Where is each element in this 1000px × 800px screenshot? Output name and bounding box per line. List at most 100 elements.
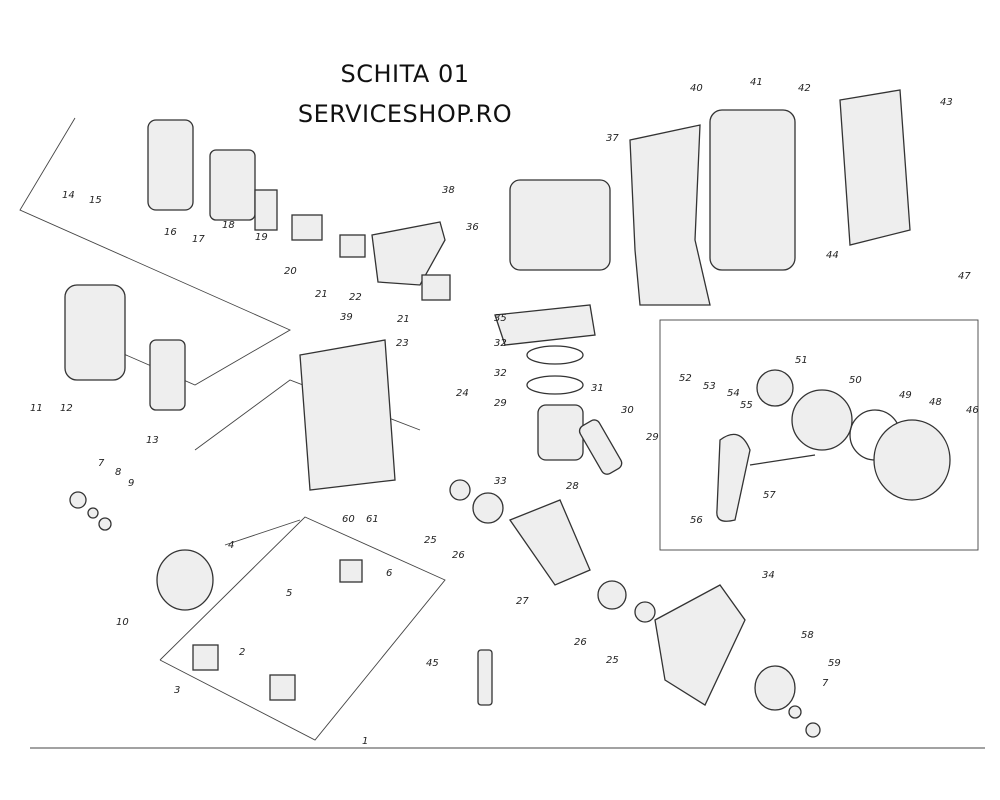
- part-label-14: 14: [62, 190, 75, 201]
- part-label-41: 41: [750, 77, 763, 88]
- spark-cap-6: [339, 559, 363, 583]
- part-label-17: 17: [192, 234, 205, 245]
- part-label-26: 26: [574, 637, 587, 648]
- part-label-10: 10: [116, 617, 129, 628]
- bracket-22: [371, 221, 446, 286]
- part-label-55: 55: [740, 400, 753, 411]
- part-label-40: 40: [690, 83, 703, 94]
- spark-plug-45: [477, 649, 493, 706]
- part-label-58: 58: [801, 630, 814, 641]
- part-label-59: 59: [828, 658, 841, 669]
- part-label-1: 1: [362, 736, 368, 747]
- starter-housing-48: [873, 419, 951, 501]
- washer-8: [87, 507, 99, 519]
- clutch-drum-58: [754, 665, 796, 711]
- part-label-45: 45: [426, 658, 439, 669]
- part-label-4: 4: [228, 540, 234, 551]
- part-label-46: 46: [966, 405, 979, 416]
- part-label-5: 5: [286, 588, 292, 599]
- part-label-28: 28: [566, 481, 579, 492]
- part-label-21: 21: [397, 314, 410, 325]
- part-label-47: 47: [958, 271, 971, 282]
- diagram-subtitle: SERVICESHOP.RO: [297, 100, 513, 128]
- pulley-51: [756, 369, 794, 407]
- part-label-6: 6: [386, 568, 392, 579]
- part-shapes: [64, 89, 951, 738]
- heat-shield-40: [629, 124, 711, 306]
- part-label-30: 30: [621, 405, 634, 416]
- part-label-22: 22: [349, 292, 362, 303]
- gasket-18: [254, 189, 278, 231]
- part-label-25: 25: [424, 535, 437, 546]
- part-label-32: 32: [494, 368, 507, 379]
- carburetor: [209, 149, 256, 221]
- rope-57: [749, 454, 816, 466]
- piston-31: [537, 404, 584, 461]
- part-label-37: 37: [606, 133, 619, 144]
- piston-pin-30: [578, 419, 623, 475]
- part-label-15: 15: [89, 195, 102, 206]
- gasket-21b: [421, 274, 451, 301]
- part-label-53: 53: [703, 381, 716, 392]
- air-filter-cover: [147, 119, 194, 211]
- part-label-11: 11: [30, 403, 43, 414]
- crankcase-23: [299, 339, 396, 491]
- gasket-21: [339, 234, 366, 258]
- part-label-25: 25: [606, 655, 619, 666]
- piston-ring-a: [526, 345, 584, 365]
- part-label-8: 8: [115, 467, 121, 478]
- part-label-7: 7: [98, 458, 105, 469]
- washer-59: [788, 705, 802, 719]
- bearing-25: [449, 479, 471, 501]
- part-label-2: 2: [239, 647, 245, 658]
- starter-pulley-50: [791, 389, 853, 451]
- part-label-52: 52: [679, 373, 692, 384]
- clutch-4: [156, 549, 214, 611]
- part-label-7: 7: [822, 678, 829, 689]
- part-label-60: 60: [342, 514, 355, 525]
- gasket-13: [149, 339, 186, 411]
- coil-2: [269, 674, 296, 701]
- cylinder-gasket-35: [494, 304, 596, 346]
- part-label-50: 50: [849, 375, 862, 386]
- fuel-tank-12: [64, 284, 126, 381]
- washer-9: [98, 517, 112, 531]
- part-label-49: 49: [899, 390, 912, 401]
- part-label-26: 26: [452, 550, 465, 561]
- part-label-33: 33: [494, 476, 507, 487]
- part-label-34: 34: [762, 570, 775, 581]
- part-label-35: 35: [494, 313, 507, 324]
- nut-7b: [805, 722, 821, 738]
- part-label-3: 3: [174, 685, 180, 696]
- part-label-21: 21: [315, 289, 328, 300]
- leader-lines: [19, 117, 985, 749]
- ignition-module-3: [192, 644, 219, 671]
- part-label-29: 29: [494, 398, 507, 409]
- part-label-16: 16: [164, 227, 177, 238]
- insulator-20: [291, 214, 323, 241]
- diagram-title: SCHITA 01: [340, 60, 470, 88]
- part-label-27: 27: [516, 596, 529, 607]
- nut-7: [69, 491, 87, 509]
- part-label-24: 24: [456, 388, 469, 399]
- part-label-19: 19: [255, 232, 268, 243]
- bearing-25b: [634, 601, 656, 623]
- part-label-61: 61: [366, 514, 379, 525]
- part-label-12: 12: [60, 403, 73, 414]
- part-label-38: 38: [442, 185, 455, 196]
- part-label-54: 54: [727, 388, 740, 399]
- part-label-39: 39: [340, 312, 353, 323]
- part-label-20: 20: [284, 266, 297, 277]
- part-label-29: 29: [646, 432, 659, 443]
- part-label-23: 23: [396, 338, 409, 349]
- part-label-32: 32: [494, 338, 507, 349]
- part-label-13: 13: [146, 435, 159, 446]
- bearing-26b: [597, 580, 627, 610]
- part-label-44: 44: [826, 250, 839, 261]
- part-label-9: 9: [128, 478, 134, 489]
- part-label-31: 31: [591, 383, 604, 394]
- crankcase-half-34: [654, 584, 746, 706]
- cylinder-36: [509, 179, 611, 271]
- muffler-41: [709, 109, 796, 271]
